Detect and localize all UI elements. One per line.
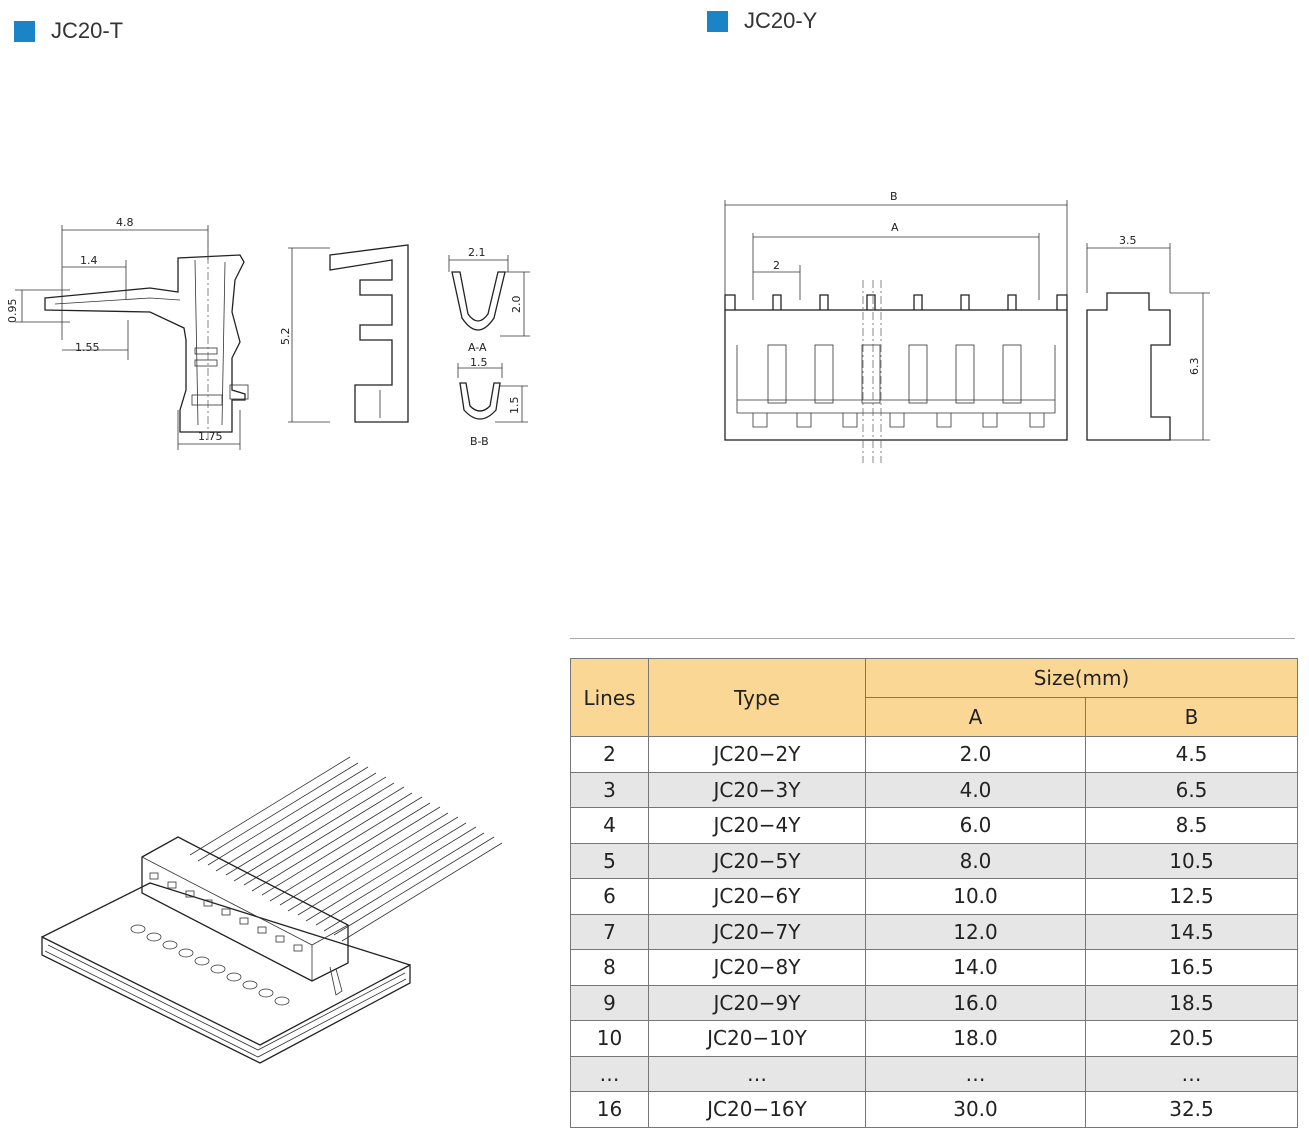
dim-label: 1.5: [508, 397, 521, 415]
cell-a: 14.0: [865, 949, 1086, 986]
section-title-housing: JC20-Y: [707, 8, 817, 34]
section-title-terminal: JC20-T: [14, 18, 123, 44]
cell-b: 14.5: [1085, 913, 1298, 950]
cell-type: JC20−9Y: [648, 984, 866, 1021]
dim-label: 3.5: [1119, 234, 1137, 247]
cell-lines: 9: [570, 984, 649, 1021]
cell-type: JC20−8Y: [648, 949, 866, 986]
terminal-drawing: 4.8 1.4 1.55 1.75 2.1 A-A 1.5 B-B 0.95 5…: [6, 216, 530, 450]
cell-lines: 5: [570, 842, 649, 879]
cell-b: 18.5: [1085, 984, 1298, 1021]
dim-label: 2: [773, 259, 780, 272]
cell-a: …: [865, 1055, 1086, 1092]
dim-label: 2.1: [468, 246, 486, 259]
cell-lines: 10: [570, 1020, 649, 1057]
header-a: A: [865, 697, 1086, 737]
cell-a: 12.0: [865, 913, 1086, 950]
cell-type: JC20−7Y: [648, 913, 866, 950]
section-label: A-A: [468, 341, 487, 354]
cell-b: 4.5: [1085, 736, 1298, 773]
cell-type: …: [648, 1055, 866, 1092]
cell-a: 18.0: [865, 1020, 1086, 1057]
cell-a: 16.0: [865, 984, 1086, 1021]
cell-b: 20.5: [1085, 1020, 1298, 1057]
cell-type: JC20−10Y: [648, 1020, 866, 1057]
table-row: 16 JC20−16Y 30.0 32.5: [570, 1091, 1298, 1128]
table-row: 10 JC20−10Y 18.0 20.5: [570, 1020, 1298, 1057]
dim-label: 1.55: [75, 341, 100, 354]
cell-a: 6.0: [865, 807, 1086, 844]
cell-a: 30.0: [865, 1091, 1086, 1128]
divider: [570, 638, 1295, 639]
cell-type: JC20−3Y: [648, 771, 866, 808]
blue-square-icon: [14, 20, 35, 42]
cell-lines: 16: [570, 1091, 649, 1128]
cell-a: 8.0: [865, 842, 1086, 879]
table-row: 7 JC20−7Y 12.0 14.5: [570, 913, 1298, 950]
cell-type: JC20−4Y: [648, 807, 866, 844]
dim-label: 4.8: [116, 216, 134, 229]
size-table: Lines Type Size(mm) A B 2 JC20−2Y 2.0 4.…: [570, 658, 1298, 1128]
table-row: 4 JC20−4Y 6.0 8.5: [570, 807, 1298, 844]
dim-label: 2.0: [510, 296, 523, 314]
dim-label: 5.2: [279, 328, 292, 346]
cell-b: 10.5: [1085, 842, 1298, 879]
cell-b: 8.5: [1085, 807, 1298, 844]
cell-lines: 8: [570, 949, 649, 986]
dim-label: 1.5: [470, 356, 488, 369]
header-lines: Lines: [570, 658, 649, 737]
dim-label: 6.3: [1188, 358, 1201, 376]
table-row: 8 JC20−8Y 14.0 16.5: [570, 949, 1298, 986]
table-row: 9 JC20−9Y 16.0 18.5: [570, 984, 1298, 1021]
dim-label: A: [891, 221, 899, 234]
cell-b: …: [1085, 1055, 1298, 1092]
cell-a: 10.0: [865, 878, 1086, 915]
cell-lines: …: [570, 1055, 649, 1092]
header-size: Size(mm): [865, 658, 1298, 698]
dim-label: B: [890, 190, 898, 203]
cell-lines: 4: [570, 807, 649, 844]
cell-lines: 6: [570, 878, 649, 915]
cell-a: 2.0: [865, 736, 1086, 773]
table-row: 3 JC20−3Y 4.0 6.5: [570, 771, 1298, 808]
dim-label: 1.75: [198, 430, 223, 443]
dim-label: 0.95: [6, 299, 19, 324]
cell-type: JC20−16Y: [648, 1091, 866, 1128]
cell-type: JC20−6Y: [648, 878, 866, 915]
cell-b: 32.5: [1085, 1091, 1298, 1128]
cell-type: JC20−5Y: [648, 842, 866, 879]
cell-b: 6.5: [1085, 771, 1298, 808]
header-type: Type: [648, 658, 866, 737]
assembly-illustration: [41, 756, 503, 1064]
cell-lines: 7: [570, 913, 649, 950]
dim-label: 1.4: [80, 254, 98, 267]
table-row: … … … …: [570, 1055, 1298, 1092]
section-label: B-B: [470, 435, 489, 448]
housing-drawing: B A 2 3.5 6.3: [724, 190, 1210, 463]
cell-lines: 3: [570, 771, 649, 808]
blue-square-icon: [707, 10, 728, 32]
table-row: 6 JC20−6Y 10.0 12.5: [570, 878, 1298, 915]
cell-lines: 2: [570, 736, 649, 773]
header-b: B: [1085, 697, 1298, 737]
cell-b: 12.5: [1085, 878, 1298, 915]
cell-a: 4.0: [865, 771, 1086, 808]
cell-type: JC20−2Y: [648, 736, 866, 773]
table-row: 2 JC20−2Y 2.0 4.5: [570, 736, 1298, 773]
cell-b: 16.5: [1085, 949, 1298, 986]
table-row: 5 JC20−5Y 8.0 10.5: [570, 842, 1298, 879]
